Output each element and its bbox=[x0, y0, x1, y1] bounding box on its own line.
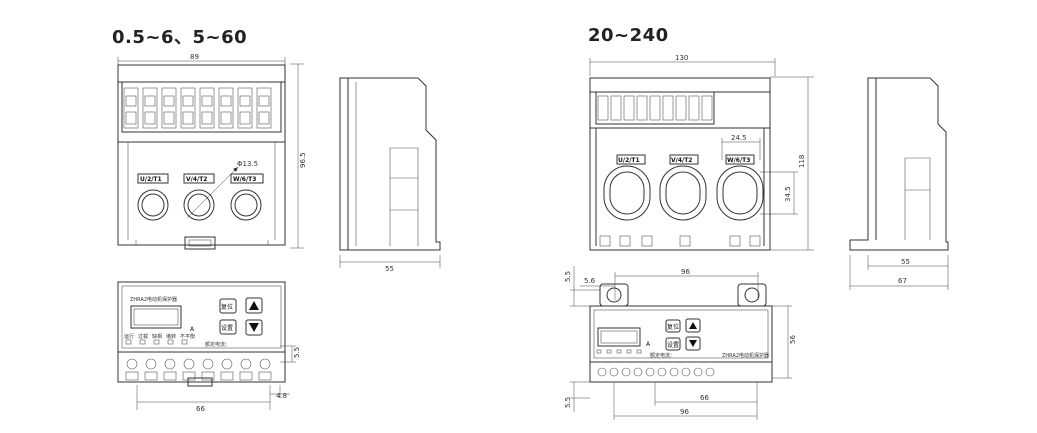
left-panel-model: ZHRA2电动机保护器 bbox=[130, 296, 177, 303]
right-side-dim-67: 67 bbox=[898, 277, 907, 285]
right-label-u: U/2/T1 bbox=[618, 157, 640, 164]
right-btn-reset[interactable]: 复位 bbox=[667, 323, 679, 331]
right-panel-height-dim: 56 bbox=[789, 335, 797, 344]
left-led-3: 堵转 bbox=[166, 333, 176, 340]
right-side-view: 55 67 bbox=[849, 77, 949, 290]
right-hole-width-dim: 24.5 bbox=[731, 134, 747, 142]
left-bottom-dim-48: 4.8 bbox=[276, 392, 287, 400]
left-hole-dim: Φ13.5 bbox=[237, 160, 258, 168]
right-bottom-dim-55: 5.5 bbox=[564, 397, 572, 408]
left-bottom-dim-66: 66 bbox=[196, 405, 205, 413]
right-front-view: 130 118 24.5 U/2/T1 V/4/T2 W/6/T3 bbox=[589, 54, 814, 251]
left-btn-set[interactable]: 设置 bbox=[221, 324, 233, 332]
right-top-dim-96: 96 bbox=[681, 268, 690, 276]
left-rated-current: 额定电流： bbox=[205, 341, 230, 348]
left-up-arrow-icon bbox=[249, 301, 259, 310]
left-panel-view: ZHRA2电动机保护器 A 复位 设置 运行 过载 缺相 堵转 不平衡 额定电流… bbox=[117, 281, 301, 413]
left-btn-reset[interactable]: 复位 bbox=[221, 303, 233, 311]
left-title: 0.5~6、5~60 bbox=[112, 27, 248, 48]
right-bottom-dim-96: 96 bbox=[680, 408, 689, 416]
right-label-w: W/6/T3 bbox=[727, 157, 750, 164]
right-panel-model: ZHRA2电动机保护器 bbox=[722, 352, 769, 359]
right-top-dim-56: 5.6 bbox=[584, 277, 596, 285]
left-front-view: 89 96.5 U/2/T1 V/ bbox=[117, 53, 307, 250]
right-title: 20~240 bbox=[588, 25, 669, 46]
right-unit: A bbox=[646, 341, 651, 348]
right-panel-view: 96 5.6 5.5 56 A 复位 设置 bbox=[564, 266, 797, 420]
right-down-arrow-icon bbox=[689, 340, 697, 347]
right-hole-height-dim: 34.5 bbox=[784, 186, 792, 202]
right-bottom-dim-66: 66 bbox=[700, 394, 709, 402]
right-up-arrow-icon bbox=[689, 322, 697, 329]
left-width-dim: 89 bbox=[190, 53, 199, 61]
left-down-arrow-icon bbox=[249, 323, 259, 332]
left-led-1: 过载 bbox=[138, 333, 148, 340]
left-led-2: 缺相 bbox=[152, 333, 162, 340]
left-side-depth-dim: 55 bbox=[385, 265, 394, 273]
right-btn-set[interactable]: 设置 bbox=[667, 341, 679, 349]
left-side-view: 55 bbox=[339, 77, 441, 273]
right-rated-current: 额定电流： bbox=[650, 352, 675, 359]
left-unit: A bbox=[190, 326, 195, 333]
right-top-dim-55: 5.5 bbox=[564, 271, 572, 282]
right-height-dim: 118 bbox=[798, 155, 806, 168]
left-label-w: W/6/T3 bbox=[233, 176, 256, 183]
left-led-4: 不平衡 bbox=[180, 333, 195, 340]
left-height-dim: 96.5 bbox=[299, 152, 307, 168]
right-width-dim: 130 bbox=[675, 54, 688, 62]
left-label-u: U/2/T1 bbox=[140, 176, 162, 183]
left-bottom-dim-55: 5.5 bbox=[293, 347, 301, 358]
left-led-0: 运行 bbox=[124, 333, 134, 340]
right-side-dim-55: 55 bbox=[901, 258, 910, 266]
left-label-v: V/4/T2 bbox=[186, 176, 207, 183]
right-label-v: V/4/T2 bbox=[671, 157, 692, 164]
